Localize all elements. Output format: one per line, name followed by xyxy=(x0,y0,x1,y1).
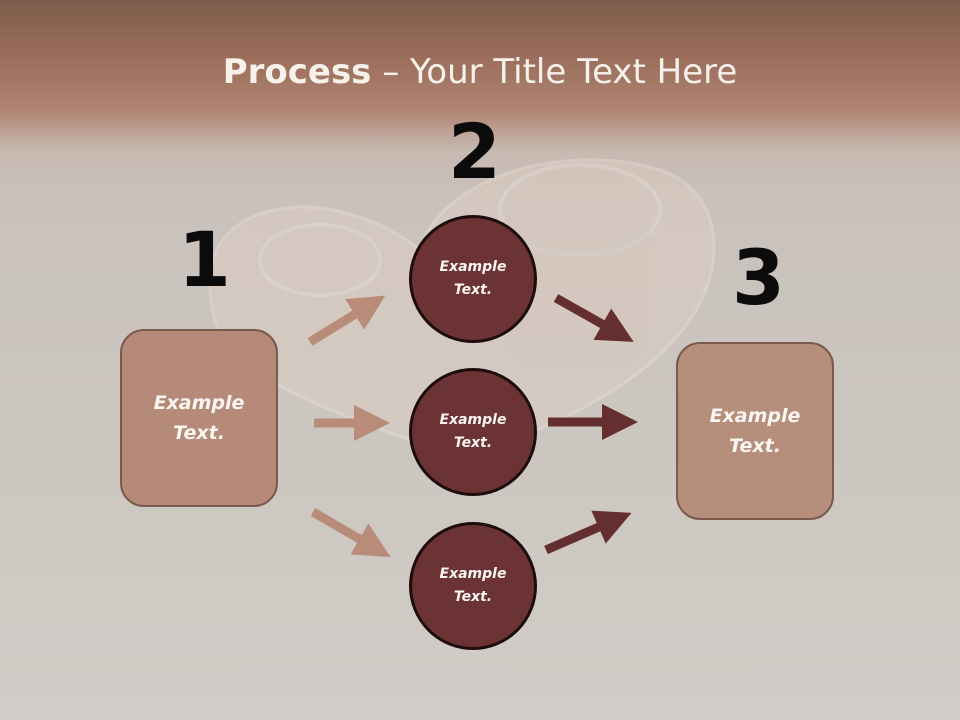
arrow-top-to-right xyxy=(553,294,634,342)
title-rest: – Your Title Text Here xyxy=(371,52,738,92)
step-1-box: Example Text. xyxy=(120,329,278,507)
step-1-text: Example Text. xyxy=(153,392,245,444)
arrow-bottom-to-right xyxy=(544,510,632,555)
arrow-left-to-bottom xyxy=(310,508,391,558)
step-number-2: 2 xyxy=(448,107,501,196)
circle-bottom-text: Example Text. xyxy=(439,566,507,605)
title-bold: Process xyxy=(222,52,372,92)
arrow-left-to-top xyxy=(307,295,386,346)
step-3-box: Example Text. xyxy=(676,342,834,520)
step-number-3: 3 xyxy=(732,233,785,322)
page-title: Process – Your Title Text Here xyxy=(0,52,960,96)
circle-middle-text: Example Text. xyxy=(439,412,507,451)
circle-top-text: Example Text. xyxy=(439,259,507,298)
step-number-1: 1 xyxy=(178,215,231,304)
step-2-circle-middle: Example Text. xyxy=(409,368,537,496)
step-2-circle-top: Example Text. xyxy=(409,215,537,343)
step-3-text: Example Text. xyxy=(709,405,801,457)
step-2-circle-bottom: Example Text. xyxy=(409,522,537,650)
